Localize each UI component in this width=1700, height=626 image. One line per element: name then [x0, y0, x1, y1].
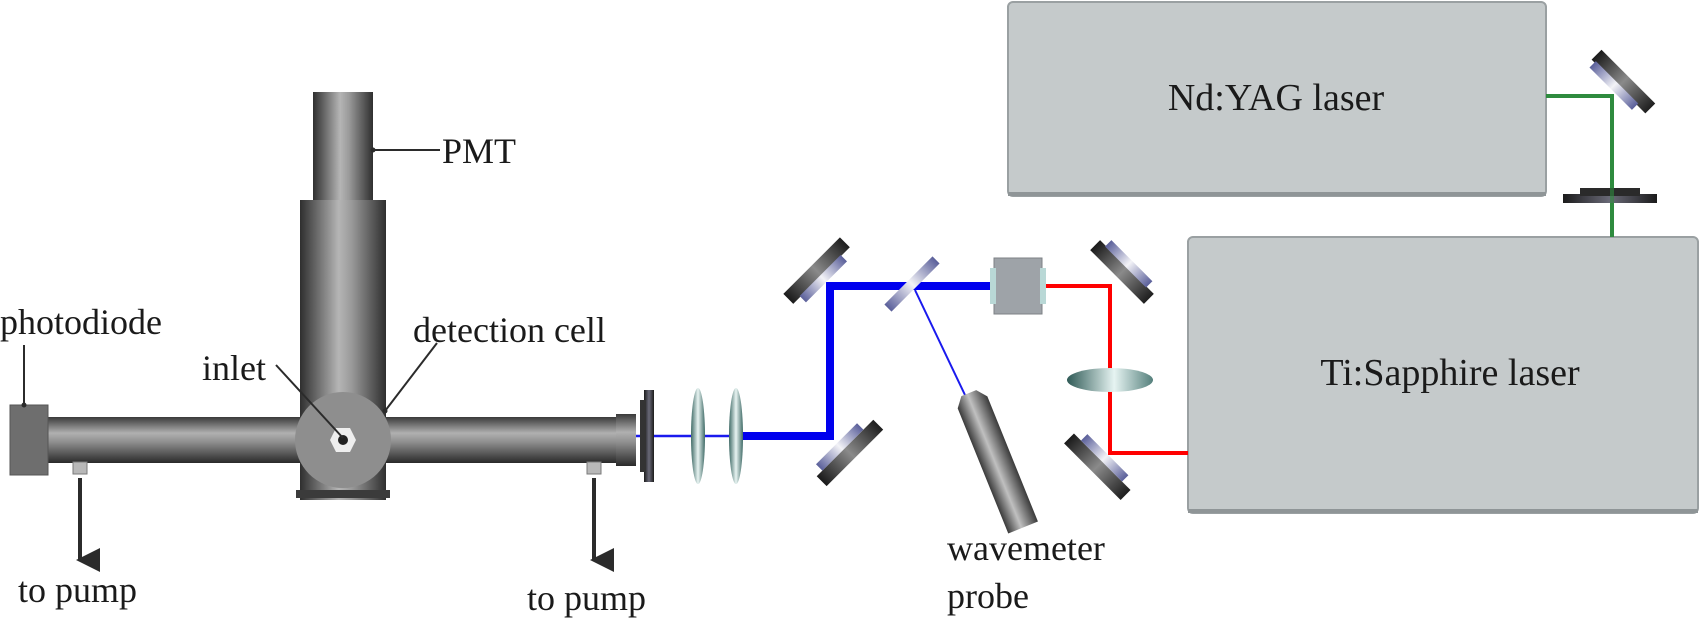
uv-beam-main-path	[738, 282, 990, 440]
pump-port-right	[586, 461, 602, 475]
entrance-window-mount	[640, 400, 646, 472]
nd-yag-laser: Nd:YAG laser	[1007, 1, 1547, 197]
probe-body	[957, 390, 1038, 534]
mirror-blue-upper	[783, 237, 850, 304]
crystal-face-left	[990, 268, 996, 304]
inlet-leader	[275, 364, 344, 439]
mirror-mount	[783, 237, 850, 304]
detection-cell-label: detection cell	[413, 310, 606, 350]
crystal-face-right	[1040, 268, 1046, 304]
crystal-body	[993, 257, 1043, 315]
pmt-upper-tube	[313, 92, 373, 202]
uv-beam-pickoff	[914, 289, 966, 396]
photodiode-label: photodiode	[0, 302, 162, 342]
mirror-mount	[816, 419, 884, 487]
pump-beam-window	[1563, 186, 1657, 205]
inlet-label: inlet	[202, 348, 266, 388]
mirror-red-lower	[1064, 433, 1131, 500]
mirror-mount	[1591, 49, 1656, 114]
mirror-mount	[1064, 433, 1131, 500]
mirror-surface	[1589, 61, 1639, 110]
mirror-mount	[1090, 240, 1154, 304]
ti-sapphire-laser-shadow	[1188, 509, 1698, 513]
tube-end-cap	[616, 414, 636, 466]
lens-blue-2	[729, 388, 743, 484]
mirror-surface	[1105, 240, 1153, 288]
mirror-surface	[799, 255, 847, 303]
photodiode-leader-dot	[21, 402, 27, 408]
pump-port-left	[72, 461, 88, 475]
ti-sapphire-laser: Ti:Sapphire laser	[1187, 236, 1699, 514]
pmt-bottom-flange	[296, 490, 390, 498]
uv-beam-blue	[636, 282, 990, 440]
wavemeter-label-line2: probe	[947, 576, 1029, 616]
to-pump-label-left: to pump	[18, 570, 137, 610]
wavemeter-probe	[957, 390, 1038, 534]
mirror-red-upper	[1090, 240, 1154, 304]
detection-cell-leader	[384, 342, 438, 412]
focusing-lens-red	[1067, 368, 1153, 392]
nd-yag-laser-shadow	[1008, 192, 1546, 196]
beam-splitter	[884, 256, 940, 312]
mirror-surface	[1081, 434, 1129, 482]
wavemeter-label-line1: wavemeter	[947, 528, 1105, 568]
entrance-window	[644, 390, 654, 482]
detection-cell-leader-dot	[382, 408, 388, 414]
mirror-surface	[816, 423, 864, 471]
pmt-label: PMT	[442, 131, 516, 171]
inlet-hole	[338, 435, 348, 445]
lens-blue-1	[691, 388, 705, 484]
frequency-doubling-crystal	[990, 257, 1046, 315]
nd-yag-laser-label: Nd:YAG laser	[1168, 77, 1385, 119]
pmt-leader-dot	[370, 147, 376, 153]
photodiode-body	[9, 404, 49, 476]
ti-sapphire-laser-label: Ti:Sapphire laser	[1320, 352, 1580, 394]
beam-splitter-plate	[884, 256, 940, 312]
pump-beam-green	[1546, 94, 1614, 237]
mirror-blue-lower	[816, 419, 884, 487]
mirror-green-turn	[1589, 49, 1656, 114]
detection-cell	[295, 392, 391, 488]
to-pump-label-right: to pump	[527, 578, 646, 618]
pump-beam-path	[1546, 94, 1614, 237]
